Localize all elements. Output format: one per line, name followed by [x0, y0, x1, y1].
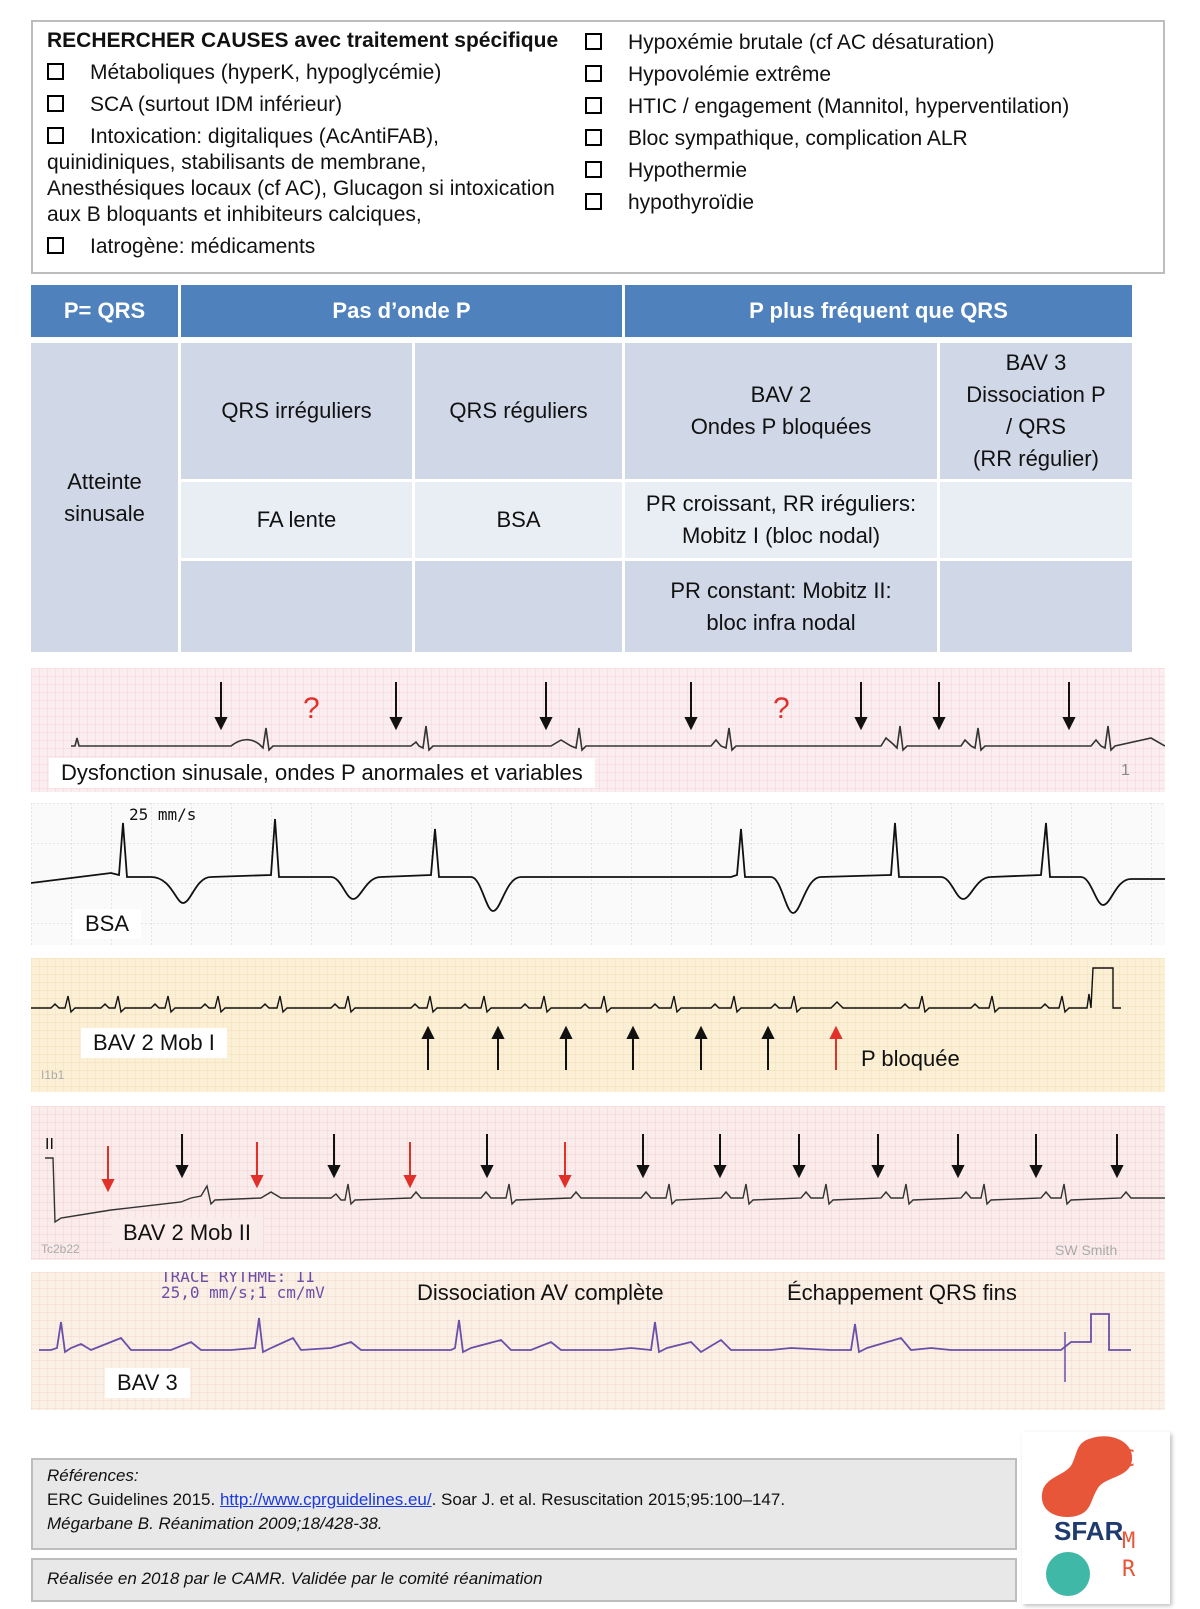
- checkbox-icon: [585, 129, 602, 146]
- cell-bsa: BSA: [415, 482, 622, 558]
- cell-fa-lente: FA lente: [181, 482, 412, 558]
- cell-empty: [181, 561, 412, 652]
- strip1-label: Dysfonction sinusale, ondes P anormales …: [49, 758, 595, 788]
- cause-item: Métaboliques (hyperK, hypoglycémie): [47, 60, 441, 86]
- cprguidelines-link[interactable]: http://www.cprguidelines.eu/: [219, 1490, 432, 1509]
- cell-mobitz2: PR constant: Mobitz II:bloc infra nodal: [625, 561, 937, 652]
- ecg-trace-4: [31, 1106, 1165, 1260]
- ecg-trace-3: [31, 958, 1165, 1092]
- arrow-down-red-icons: [101, 1142, 572, 1193]
- checkbox-icon: [47, 63, 64, 80]
- logo-camr-letters: C A M R: [1122, 1447, 1136, 1582]
- strip4-label: BAV 2 Mob II: [111, 1218, 263, 1248]
- cell-qrs-irreguliers: QRS irréguliers: [181, 343, 412, 479]
- ecg-strip-bav3: TRACE RYTHME: II 25,0 mm/s;1 cm/mV Disso…: [31, 1272, 1165, 1410]
- strip3-label: BAV 2 Mob I: [81, 1028, 227, 1058]
- ecg-trace-2: [31, 803, 1165, 945]
- strip2-label: BSA: [73, 909, 142, 939]
- ecg-trace-5: [31, 1272, 1165, 1410]
- cell-empty: [940, 482, 1132, 558]
- header-no-p-wave: Pas d’onde P: [181, 285, 622, 337]
- reference-line-1: ERC Guidelines 2015. http://www.cprguide…: [47, 1490, 786, 1509]
- strip3-id: I1b1: [41, 1068, 65, 1082]
- cause-item: Intoxication: digitaliques (AcAntiFAB),: [47, 124, 439, 150]
- cause-item: hypothyroïdie: [585, 190, 754, 216]
- header-p-equals-qrs: P= QRS: [31, 285, 178, 337]
- arrow-down-icons: [175, 1134, 1124, 1179]
- logo-graphic-icon: [1041, 1436, 1133, 1596]
- strip2-speed: 25 mm/s: [129, 805, 197, 824]
- arrow-up-icons: [421, 1025, 775, 1070]
- strip5-title1: Dissociation AV complète: [417, 1280, 664, 1305]
- checkbox-icon: [47, 127, 64, 144]
- references-box: Références: ERC Guidelines 2015. http://…: [31, 1458, 1017, 1550]
- arrow-up-red-icon: [829, 1025, 843, 1070]
- arrow-down-icons: [214, 682, 1076, 731]
- checkbox-icon: [585, 193, 602, 210]
- strip5-label: BAV 3: [105, 1368, 190, 1398]
- cell-mobitz1: PR croissant, RR iréguliers:Mobitz I (bl…: [625, 482, 937, 558]
- checkbox-icon: [585, 97, 602, 114]
- strip5-title2: Échappement QRS fins: [787, 1280, 1017, 1305]
- checkbox-icon: [585, 65, 602, 82]
- cause-item: Hypoxémie brutale (cf AC désaturation): [585, 30, 995, 56]
- strip4-id: Tc2b22: [41, 1242, 80, 1256]
- credit-box: Réalisée en 2018 par le CAMR. Validée pa…: [31, 1558, 1017, 1602]
- ecg-strip-sinus-dysfunction: ? ? Dysfonction sinusale, ondes P anorma…: [31, 668, 1165, 792]
- cause-item: Hypothermie: [585, 158, 747, 184]
- reference-line-2: Mégarbane B. Réanimation 2009;18/428-38.: [47, 1514, 383, 1533]
- sfar-camr-logo: SFAR C A M R: [1022, 1432, 1170, 1604]
- cause-item: Hypovolémie extrême: [585, 62, 831, 88]
- cause-item: HTIC / engagement (Mannitol, hyperventil…: [585, 94, 1069, 120]
- question-mark: ?: [303, 692, 320, 725]
- cell-qrs-reguliers: QRS réguliers: [415, 343, 622, 479]
- references-heading: Références:: [47, 1466, 139, 1485]
- ecg-strip-bav2-mob2: II BAV 2 Mob II Tc2b22 SW Smith: [31, 1106, 1165, 1260]
- strip4-lead: II: [45, 1136, 54, 1153]
- cause-continuation: quinidiniques, stabilisants de membrane,: [47, 151, 427, 174]
- causes-title: RECHERCHER CAUSES avec traitement spécif…: [47, 29, 559, 52]
- cause-continuation: Anesthésiques locaux (cf AC), Glucagon s…: [47, 177, 555, 200]
- strip1-number: 1: [1121, 762, 1130, 779]
- cause-item: SCA (surtout IDM inférieur): [47, 92, 342, 118]
- cell-empty: [415, 561, 622, 652]
- strip5-header: TRACE RYTHME: II 25,0 mm/s;1 cm/mV: [161, 1272, 325, 1302]
- ecg-strip-bsa: 25 mm/s BSA: [31, 803, 1165, 945]
- question-mark: ?: [773, 692, 790, 725]
- strip4-credit: SW Smith: [1055, 1242, 1118, 1258]
- checkbox-icon: [585, 161, 602, 178]
- cause-item: Bloc sympathique, complication ALR: [585, 126, 968, 152]
- cause-continuation: aux B bloquants et inhibiteurs calciques…: [47, 203, 422, 226]
- header-p-more-frequent: P plus fréquent que QRS: [625, 285, 1132, 337]
- checkbox-icon: [47, 95, 64, 112]
- strip3-note: P bloquée: [861, 1046, 960, 1071]
- checkbox-icon: [47, 237, 64, 254]
- cause-item: Iatrogène: médicaments: [47, 234, 315, 260]
- checkbox-icon: [585, 33, 602, 50]
- causes-box: RECHERCHER CAUSES avec traitement spécif…: [31, 20, 1165, 274]
- ecg-strip-bav2-mob1: BAV 2 Mob I P bloquée I1b1: [31, 958, 1165, 1092]
- logo-sfar-text: SFAR: [1054, 1516, 1124, 1546]
- cell-empty: [940, 561, 1132, 652]
